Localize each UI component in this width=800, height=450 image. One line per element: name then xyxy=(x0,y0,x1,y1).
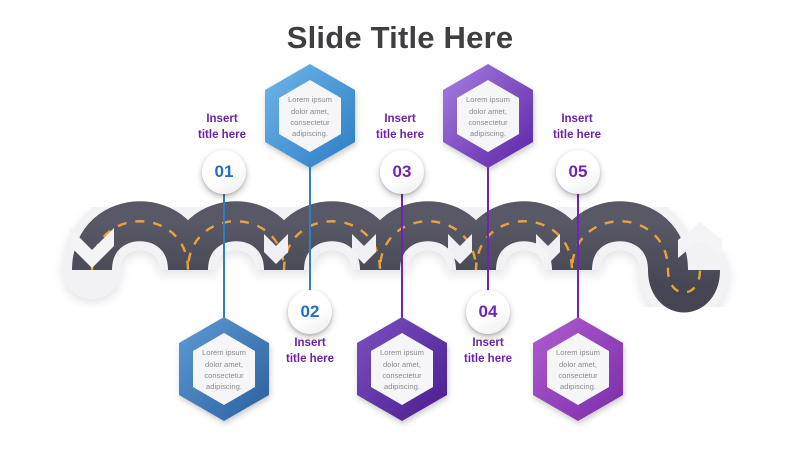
step-5-title-line1: Insert xyxy=(561,113,593,125)
step-3-connector xyxy=(398,194,406,326)
step-2-number[interactable]: 02 xyxy=(288,290,332,334)
step-2-connector xyxy=(306,156,314,300)
step-3-card[interactable]: Lorem ipsum dolor amet, consectetur adip… xyxy=(354,315,450,423)
step-1-hexagon-icon xyxy=(179,317,269,421)
step-5-number[interactable]: 05 xyxy=(556,150,600,194)
step-1-connector xyxy=(220,194,228,326)
page-title: Slide Title Here xyxy=(286,20,514,55)
step-5-hexagon-icon xyxy=(533,317,623,421)
step-3-hexagon-icon xyxy=(357,317,447,421)
step-1-title: Insert title here xyxy=(167,112,277,143)
step-5-card[interactable]: Lorem ipsum dolor amet, consectetur adip… xyxy=(530,315,626,423)
step-1-title-line2: title here xyxy=(198,128,246,141)
step-4-title: Insert title here xyxy=(433,336,543,367)
step-5-title-line2: title here xyxy=(553,128,601,141)
step-1-number[interactable]: 01 xyxy=(202,150,246,194)
step-3-title: Insert title here xyxy=(345,112,455,143)
step-2-hexagon-icon xyxy=(265,64,355,168)
road-end-cap xyxy=(678,222,722,258)
step-3-number[interactable]: 03 xyxy=(380,150,424,194)
road-segment-breaks xyxy=(264,234,560,264)
step-2-title: Insert title here xyxy=(255,336,365,367)
step-3-title-line1: Insert xyxy=(384,113,416,125)
step-1-title-line1: Insert xyxy=(206,113,238,125)
road-start-cap xyxy=(70,228,114,268)
step-4-hexagon-icon xyxy=(443,64,533,168)
step-3-title-line2: title here xyxy=(376,128,424,141)
step-5-connector xyxy=(574,194,582,326)
step-1-card[interactable]: Lorem ipsum dolor amet, consectetur adip… xyxy=(176,315,272,423)
step-4-title-line2: title here xyxy=(464,352,512,365)
step-2-title-line2: title here xyxy=(286,352,334,365)
step-2-title-line1: Insert xyxy=(294,337,326,349)
step-4-number[interactable]: 04 xyxy=(466,290,510,334)
step-4-connector xyxy=(484,156,492,300)
step-4-card[interactable]: Lorem ipsum dolor amet, consectetur adip… xyxy=(440,62,536,170)
road-asphalt xyxy=(72,201,720,313)
step-5-title: Insert title here xyxy=(522,112,632,143)
step-4-title-line1: Insert xyxy=(472,337,504,349)
